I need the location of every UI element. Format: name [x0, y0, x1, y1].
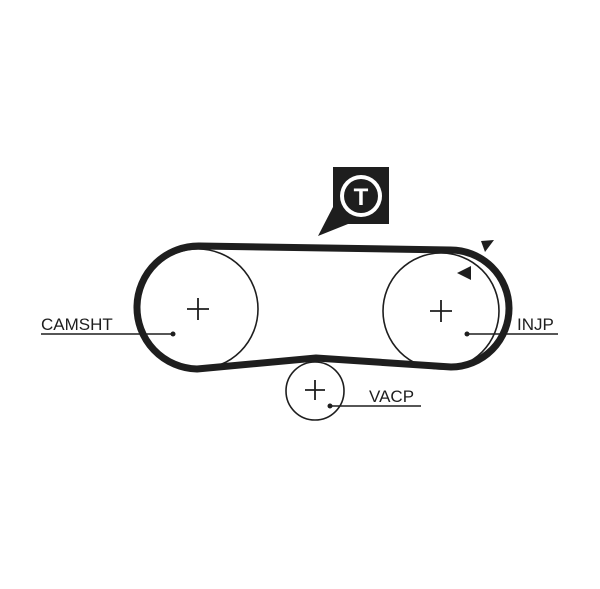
injection-pump-label: INJP — [517, 315, 554, 334]
vacuum-pump-pulley-circle — [285, 361, 345, 421]
vacuum-pump-leader — [327, 403, 421, 409]
vacuum-pump-pulley — [285, 361, 345, 421]
camshaft-pulley — [137, 248, 259, 370]
tensioner-badge-icon: T — [318, 167, 389, 236]
injection-pump-pulley-circle — [382, 252, 500, 370]
injection-pump-pulley — [382, 252, 500, 370]
rotation-arrow-icon — [457, 240, 494, 280]
camshaft-pulley-circle — [137, 248, 259, 370]
camshaft-leader — [41, 331, 176, 337]
camshaft-label: CAMSHT — [41, 315, 113, 334]
vacuum-pump-label: VACP — [369, 387, 414, 406]
tensioner-label: T — [354, 184, 369, 211]
injection-pump-leader — [464, 331, 558, 337]
timing-belt — [133, 242, 513, 373]
